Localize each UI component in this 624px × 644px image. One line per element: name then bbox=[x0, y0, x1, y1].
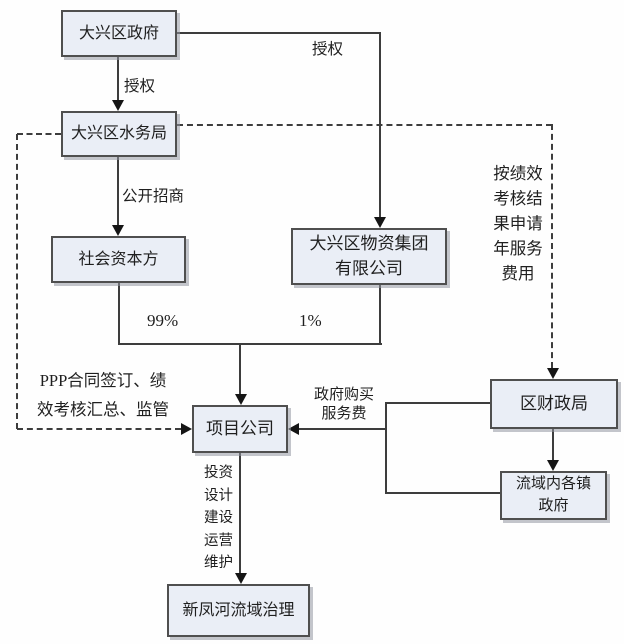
edge-label-gov-purchase: 政府购买 服务费 bbox=[309, 386, 379, 424]
node-label: 大兴区政府 bbox=[78, 24, 159, 42]
node-label-line2: 政府 bbox=[538, 497, 569, 514]
edge-label-perf-fee-note: 按绩效 考核结 果申请 年服务 费用 bbox=[487, 161, 549, 286]
node-daxing-government: 大兴区政府 bbox=[61, 10, 177, 57]
dashed-waterbureau-right bbox=[177, 124, 552, 126]
dashed-left-to-projectcompany bbox=[17, 428, 181, 430]
perf-line2: 考核结 bbox=[493, 189, 543, 208]
node-town-governments: 流域内各镇 政府 bbox=[500, 471, 607, 520]
edge-label-authorize-right: 授权 bbox=[312, 41, 344, 58]
connector-materials-down bbox=[379, 285, 381, 345]
arrow-down-icon bbox=[547, 460, 559, 471]
connector-shares-horizontal bbox=[118, 343, 382, 345]
duty-operate: 运营 bbox=[204, 532, 233, 549]
node-project-company: 项目公司 bbox=[192, 405, 288, 453]
connector-finance-to-towns bbox=[552, 429, 554, 461]
connector-gov-right bbox=[177, 32, 381, 34]
edge-label-project-duties: 投资 设计 建设 运营 维护 bbox=[204, 462, 233, 575]
node-label-line2: 有限公司 bbox=[335, 258, 403, 278]
node-label: 大兴区水务局 bbox=[70, 125, 167, 143]
duty-invest: 投资 bbox=[204, 465, 233, 481]
dashed-right-vertical bbox=[551, 124, 553, 368]
node-materials-group: 大兴区物资集团 有限公司 bbox=[291, 228, 447, 285]
node-river-treatment: 新凤河流域治理 bbox=[167, 584, 310, 637]
node-water-bureau: 大兴区水务局 bbox=[61, 111, 177, 157]
arrow-down-icon bbox=[374, 217, 386, 228]
perf-line4: 年服务 bbox=[493, 239, 543, 258]
arrow-down-icon bbox=[547, 368, 559, 379]
perf-line5: 费用 bbox=[501, 264, 535, 283]
arrow-left-icon bbox=[288, 423, 299, 435]
connector-projectcompany-to-river bbox=[239, 453, 241, 574]
edge-label-share-1: 1% bbox=[299, 311, 322, 330]
node-label-line1: 大兴区物资集团 bbox=[309, 233, 429, 253]
edge-label-public-tender: 公开招商 bbox=[122, 188, 185, 205]
gov-purchase-line1: 政府购买 bbox=[313, 387, 374, 403]
node-label: 区财政局 bbox=[520, 393, 588, 413]
duty-build: 建设 bbox=[204, 510, 233, 526]
connector-to-projectcompany bbox=[239, 345, 241, 395]
connector-waterbureau-to-socialcapital bbox=[117, 157, 119, 225]
duty-design: 设计 bbox=[204, 487, 233, 504]
connector-socialcapital-down bbox=[118, 283, 120, 345]
edge-label-ppp-supervision: PPP合同签订、绩 效考核汇总、监管 bbox=[37, 366, 169, 424]
arrow-down-icon bbox=[112, 225, 124, 236]
duty-maintain: 维护 bbox=[204, 555, 233, 571]
dashed-left-to-waterbureau bbox=[17, 133, 61, 135]
node-label: 新凤河流域治理 bbox=[182, 601, 295, 619]
gov-purchase-line2: 服务费 bbox=[321, 406, 367, 422]
node-label: 项目公司 bbox=[206, 418, 274, 438]
edge-label-authorize-left: 授权 bbox=[124, 78, 156, 95]
connector-bracket-vertical bbox=[385, 402, 387, 494]
arrow-right-icon bbox=[181, 423, 192, 435]
arrow-down-icon bbox=[112, 100, 124, 111]
ppp-line2: 效考核汇总、监管 bbox=[37, 400, 169, 419]
arrow-down-icon bbox=[235, 394, 247, 405]
perf-line1: 按绩效 bbox=[493, 164, 543, 183]
connector-bracket-bottom bbox=[386, 492, 500, 494]
dashed-left-vertical bbox=[16, 134, 18, 429]
connector-gov-to-waterbureau bbox=[117, 57, 119, 100]
node-label-line1: 流域内各镇 bbox=[515, 475, 591, 492]
ppp-line1: PPP合同签订、绩 bbox=[39, 371, 167, 390]
node-label: 社会资本方 bbox=[78, 250, 159, 268]
perf-line3: 果申请 bbox=[493, 214, 543, 233]
arrow-down-icon bbox=[235, 573, 247, 584]
edge-label-share-99: 99% bbox=[147, 311, 179, 330]
connector-bracket-top bbox=[386, 402, 490, 404]
node-social-capital: 社会资本方 bbox=[51, 236, 186, 283]
node-finance-bureau: 区财政局 bbox=[490, 379, 618, 429]
connector-purchase-arrow-line bbox=[299, 428, 386, 430]
